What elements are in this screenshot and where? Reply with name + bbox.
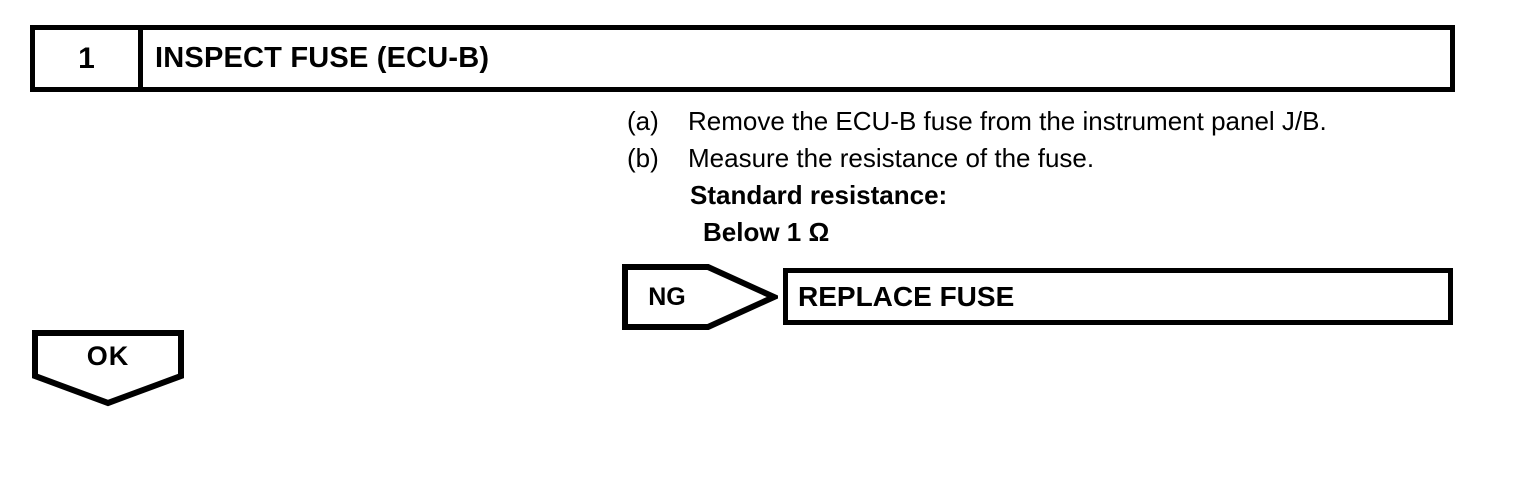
instruction-step-a-label: (a) — [627, 106, 659, 136]
ng-label: NG — [648, 282, 686, 311]
step-header: 1 INSPECT FUSE (ECU-B) — [30, 25, 1455, 92]
spec-value: Below 1 Ω — [703, 217, 830, 247]
ng-action-box: REPLACE FUSE — [783, 268, 1453, 325]
ng-action-text: REPLACE FUSE — [798, 280, 1015, 312]
ng-arrow-icon — [622, 264, 778, 330]
step-title: INSPECT FUSE (ECU-B) — [155, 42, 490, 74]
instruction-step-a-text: Remove the ECU-B fuse from the instrumen… — [688, 106, 1327, 136]
ok-label: OK — [86, 340, 130, 371]
ok-connector: OK — [32, 330, 184, 407]
instruction-step-a: (a) Remove the ECU-B fuse from the instr… — [627, 103, 1327, 140]
instruction-step-b-text: Measure the resistance of the fuse. — [688, 143, 1095, 173]
ok-pentagon-icon — [32, 330, 184, 407]
instruction-step-b: (b) Measure the resistance of the fuse. — [627, 140, 1327, 177]
step-number: 1 — [35, 30, 143, 87]
instruction-step-b-label: (b) — [627, 143, 659, 173]
spec-heading: Standard resistance: — [690, 180, 948, 210]
instruction-block: (a) Remove the ECU-B fuse from the instr… — [627, 103, 1327, 251]
ng-connector: NG — [622, 264, 778, 330]
